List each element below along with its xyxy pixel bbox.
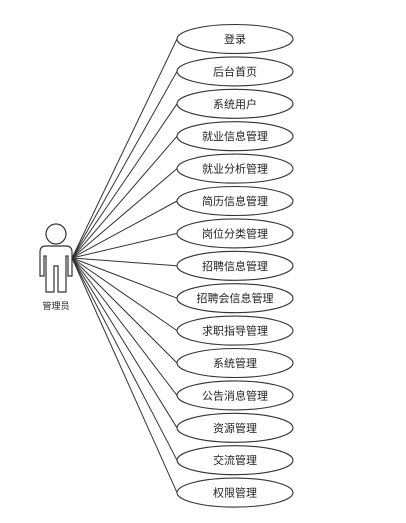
use-case-resume-info: 简历信息管理	[176, 185, 294, 217]
use-case-permissions: 权限管理	[176, 477, 294, 508]
association-line-login	[71, 38, 178, 259]
use-case-label: 求职指导管理	[202, 324, 268, 338]
use-case-job-category: 岗位分类管理	[176, 218, 294, 249]
use-case-ellipse	[176, 380, 294, 411]
actor-label: 管理员	[42, 300, 69, 312]
use-case-ellipse	[176, 23, 294, 55]
use-case-ellipse	[176, 153, 294, 184]
use-case-label: 招聘信息管理	[202, 259, 268, 273]
use-case-label: 简历信息管理	[202, 194, 268, 208]
use-case-label: 系统用户	[213, 97, 257, 111]
use-case-label: 后台首页	[213, 64, 257, 78]
use-case-admin-home: 后台首页	[176, 56, 294, 87]
use-case-job-fair-info: 招聘会信息管理	[176, 283, 294, 314]
actor-head	[45, 223, 67, 245]
use-case-ellipse	[176, 412, 294, 443]
association-line-resume-info	[71, 200, 178, 259]
use-case-ellipse	[176, 121, 294, 152]
association-line-system-mgmt	[71, 257, 178, 364]
use-case-ellipse	[176, 477, 294, 508]
use-case-announcement: 公告消息管理	[176, 380, 294, 411]
use-case-label: 资源管理	[213, 421, 257, 435]
use-case-label: 系统管理	[213, 356, 257, 370]
use-case-ellipse	[176, 218, 294, 249]
use-case-employment-analysis: 就业分析管理	[176, 153, 294, 184]
association-line-resources	[71, 257, 178, 429]
association-line-system-users	[71, 103, 178, 259]
use-case-ellipse	[176, 56, 294, 87]
use-case-resources: 资源管理	[176, 412, 294, 443]
use-case-system-users: 系统用户	[176, 88, 294, 119]
use-case-label: 权限管理	[213, 486, 257, 500]
association-line-job-fair-info	[71, 257, 178, 299]
association-line-employment-info	[71, 135, 178, 259]
actor-body	[39, 245, 73, 293]
use-case-ellipse	[176, 445, 294, 476]
use-case-list: 登录后台首页系统用户就业信息管理就业分析管理简历信息管理岗位分类管理招聘信息管理…	[176, 23, 294, 508]
use-case-login: 登录	[176, 23, 294, 55]
association-line-permissions	[71, 257, 178, 493]
association-line-employment-analysis	[71, 168, 178, 259]
use-case-label: 就业信息管理	[202, 129, 268, 143]
association-line-career-guidance	[71, 257, 178, 332]
use-case-ellipse	[176, 315, 294, 346]
use-case-label: 公告消息管理	[202, 388, 268, 402]
use-case-ellipse	[176, 283, 294, 314]
use-case-ellipse	[176, 347, 294, 379]
use-case-ellipse	[176, 88, 294, 119]
use-case-label: 岗位分类管理	[202, 226, 268, 240]
association-line-recruit-info	[71, 257, 178, 267]
use-case-exchange: 交流管理	[176, 445, 294, 476]
use-case-label: 就业分析管理	[202, 162, 268, 176]
association-line-admin-home	[71, 71, 178, 259]
use-case-ellipse	[176, 250, 294, 281]
use-case-label: 交流管理	[213, 453, 257, 467]
association-line-job-category	[71, 232, 178, 259]
use-case-ellipse	[176, 185, 294, 217]
use-case-employment-info: 就业信息管理	[176, 121, 294, 152]
use-case-label: 招聘会信息管理	[197, 291, 274, 305]
association-line-exchange	[71, 257, 178, 461]
use-case-system-mgmt: 系统管理	[176, 347, 294, 379]
use-case-label: 登录	[224, 32, 246, 46]
association-line-announcement	[71, 257, 178, 396]
actor-admin: 管理员	[39, 223, 73, 312]
use-case-career-guidance: 求职指导管理	[176, 315, 294, 346]
association-lines	[71, 38, 178, 493]
use-case-recruit-info: 招聘信息管理	[176, 250, 294, 281]
